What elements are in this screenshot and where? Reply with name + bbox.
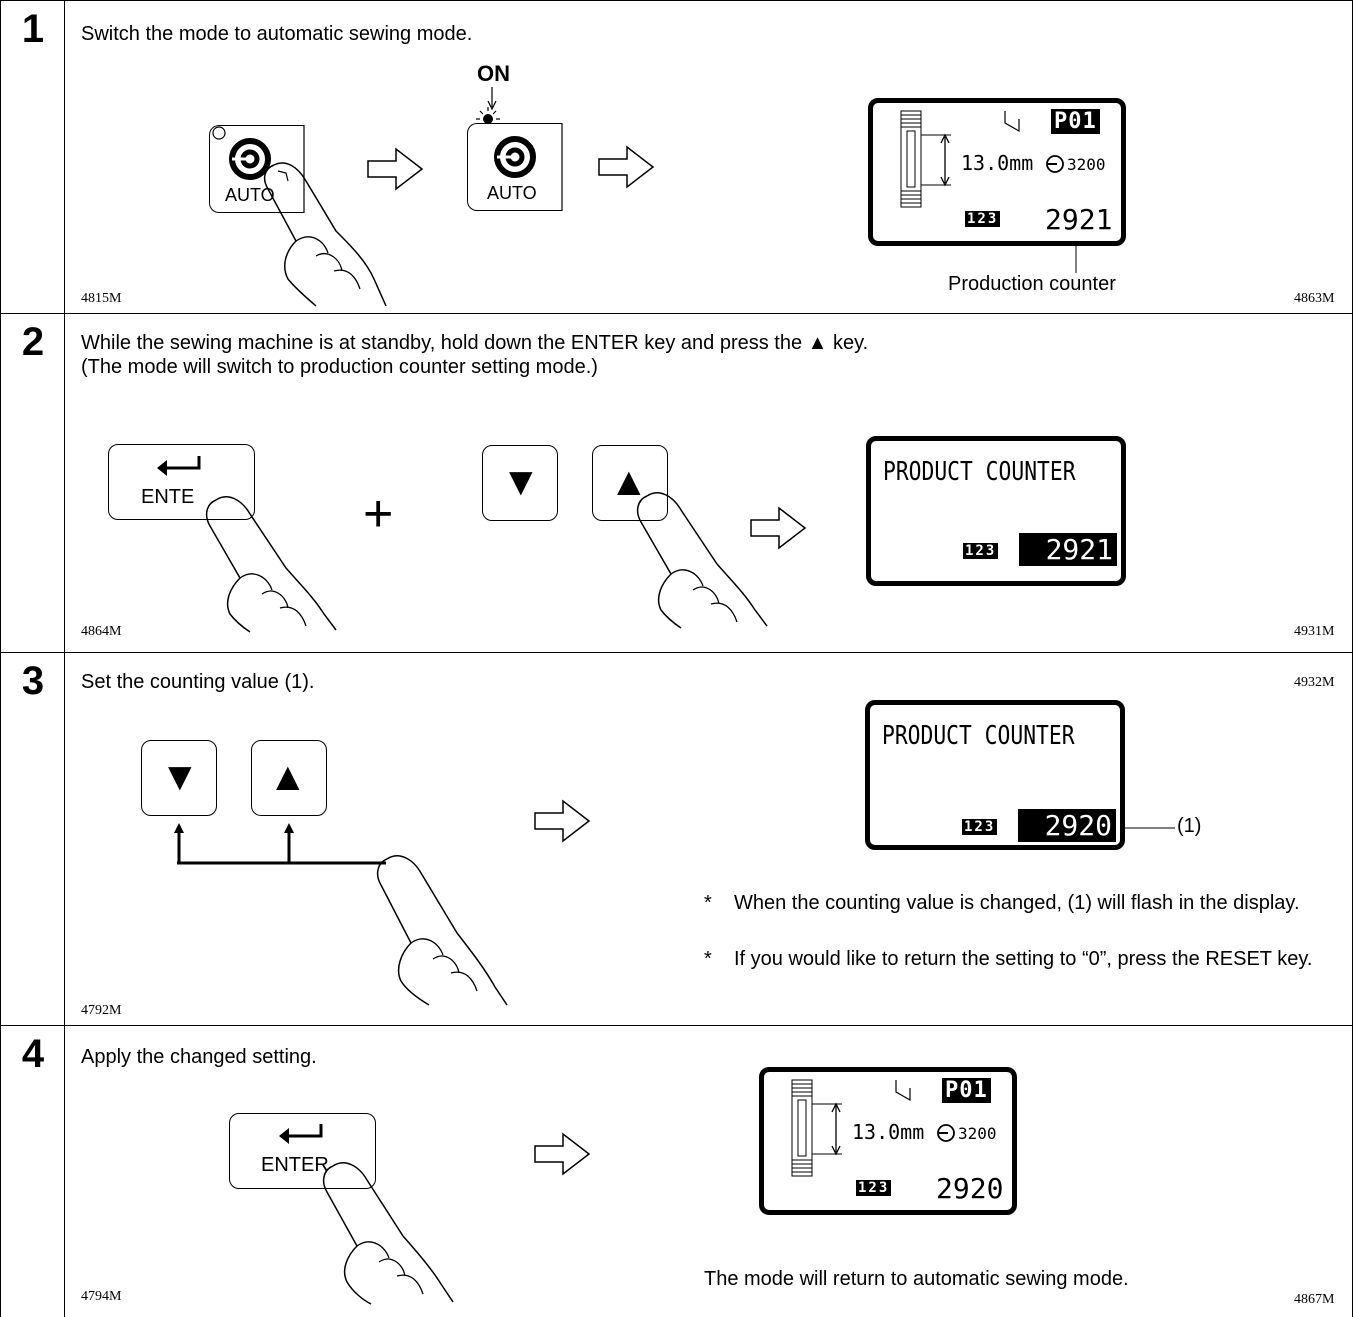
lcd-display: PRODUCT COUNTER 123 2920 xyxy=(865,700,1125,850)
figure-code: 4932M xyxy=(1294,675,1334,691)
lcd-display: PRODUCT COUNTER 123 2921 xyxy=(866,436,1126,586)
step-instruction: Switch the mode to automatic sewing mode… xyxy=(81,21,472,47)
pressing-hand-icon xyxy=(196,494,356,634)
figure-code: 4794M xyxy=(81,1289,121,1305)
up-key-label: ▲ xyxy=(268,755,308,800)
counter-icon: 123 xyxy=(963,543,998,559)
step-instruction-note: (The mode will switch to production coun… xyxy=(81,354,598,380)
step-caption: The mode will return to automatic sewing… xyxy=(704,1266,1129,1292)
callout-line xyxy=(1071,241,1081,275)
figure-code: 4864M xyxy=(81,624,121,640)
step-4: 4 Apply the changed setting. ENTER xyxy=(0,1025,1353,1317)
speed-icon xyxy=(936,1122,958,1144)
auto-key-lit-edge xyxy=(559,123,569,213)
step-1: 1 Switch the mode to automatic sewing mo… xyxy=(0,0,1353,313)
display-title: PRODUCT COUNTER xyxy=(882,721,1075,751)
step-number: 3 xyxy=(1,653,65,1025)
needle-icon xyxy=(1003,109,1027,135)
stitch-length: 13.0mm xyxy=(852,1120,924,1144)
auto-swirl-icon xyxy=(491,135,539,179)
pressing-hand-icon xyxy=(373,853,533,1013)
lcd-display: P01 13.0mm 3200 123 2921 xyxy=(868,98,1126,246)
step-number: 2 xyxy=(1,314,65,652)
down-key-label: ▼ xyxy=(501,460,541,505)
figure-code: 4815M xyxy=(81,291,121,307)
sewing-speed: 3200 xyxy=(1067,155,1106,174)
note-bullet: * xyxy=(704,947,712,971)
callout-line xyxy=(1121,823,1181,833)
callout-label: (1) xyxy=(1177,813,1201,839)
production-counter-value: 2921 xyxy=(1045,203,1112,236)
figure-code: 4931M xyxy=(1294,624,1334,640)
note-item: * If you would like to return the settin… xyxy=(704,947,1344,997)
note-text: When the counting value is changed, (1) … xyxy=(734,891,1334,915)
step-number: 1 xyxy=(1,1,65,313)
enter-arrow-icon xyxy=(273,1122,333,1148)
note-bullet: * xyxy=(704,891,712,915)
next-arrow-icon xyxy=(749,506,809,550)
needle-icon xyxy=(894,1078,918,1104)
next-arrow-icon xyxy=(366,147,426,191)
stitch-length: 13.0mm xyxy=(961,151,1033,175)
key-pointer-lines xyxy=(171,821,401,871)
step-instruction: While the sewing machine is at standby, … xyxy=(81,330,868,356)
production-counter-value: 2920 xyxy=(1018,809,1116,842)
pressing-hand-icon xyxy=(319,1160,479,1310)
note-text: If you would like to return the setting … xyxy=(734,947,1334,971)
next-arrow-icon xyxy=(597,145,657,189)
step-instruction: Set the counting value (1). xyxy=(81,669,314,695)
display-title: PRODUCT COUNTER xyxy=(883,457,1076,487)
enter-key-label: ENTE xyxy=(141,486,194,509)
figure-code: 4867M xyxy=(1294,1292,1334,1308)
auto-key-label: AUTO xyxy=(487,183,537,204)
next-arrow-icon xyxy=(533,799,593,843)
length-gauge-icon xyxy=(792,1080,852,1180)
step-3: 3 Set the counting value (1). ▼ ▲ PRODUC… xyxy=(0,652,1353,1025)
figure-code: 4792M xyxy=(81,1003,121,1019)
note-item: * When the counting value is changed, (1… xyxy=(704,891,1344,941)
counter-icon: 123 xyxy=(965,211,1000,227)
next-arrow-icon xyxy=(533,1132,593,1176)
production-counter-value: 2921 xyxy=(1019,533,1117,566)
step-number: 4 xyxy=(1,1026,65,1317)
length-gauge-icon xyxy=(901,111,961,211)
enter-arrow-icon xyxy=(151,454,211,480)
program-number: P01 xyxy=(1051,109,1100,134)
step-2: 2 While the sewing machine is at standby… xyxy=(0,313,1353,652)
on-label: ON xyxy=(477,61,510,87)
down-key-label: ▼ xyxy=(160,755,200,800)
plus-sign: + xyxy=(363,488,393,540)
figure-code: 4863M xyxy=(1294,291,1334,307)
lcd-display: P01 13.0mm 3200 123 2920 xyxy=(759,1067,1017,1215)
sewing-speed: 3200 xyxy=(958,1124,997,1143)
production-counter-label: Production counter xyxy=(948,271,1116,297)
counter-icon: 123 xyxy=(856,1180,891,1196)
step-instruction: Apply the changed setting. xyxy=(81,1044,317,1070)
speed-icon xyxy=(1045,153,1067,175)
counter-icon: 123 xyxy=(962,819,997,835)
program-number: P01 xyxy=(942,1078,991,1103)
production-counter-value: 2920 xyxy=(936,1172,1003,1205)
